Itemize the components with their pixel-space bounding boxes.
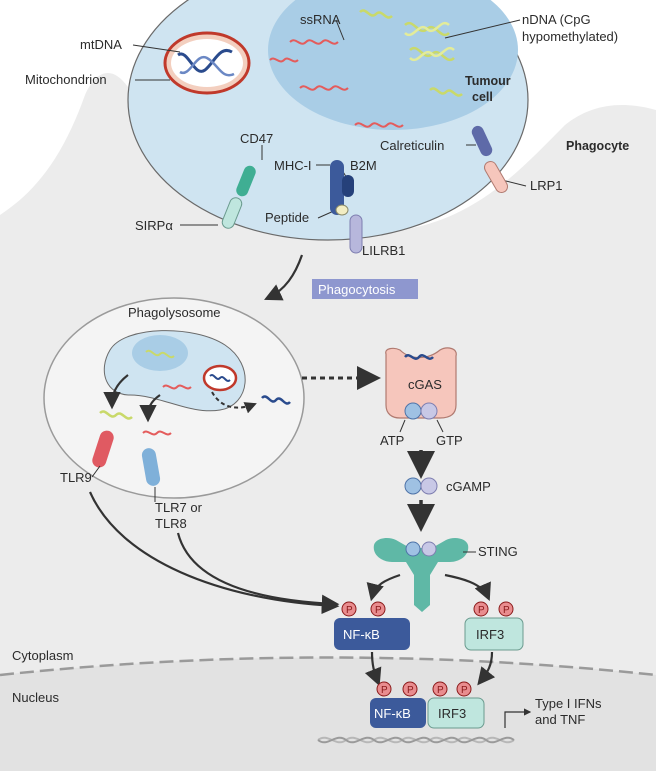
label-ndna-line2: hypomethylated) (522, 29, 618, 44)
label-ssrna: ssRNA (300, 12, 341, 27)
label-lrp1: LRP1 (530, 178, 563, 193)
phospho-irf3-nuc-2: P (461, 685, 468, 696)
mitochondrion (163, 31, 251, 95)
label-mtdna: mtDNA (80, 37, 122, 52)
arrow-tlr9-nfkb (88, 491, 340, 615)
genomic-dna (317, 736, 515, 744)
arrow-irf3-nucleus (477, 651, 496, 686)
arrow-tlr78-nfkb (176, 532, 340, 613)
label-nucleus: Nucleus (12, 690, 59, 705)
sting-protein (373, 537, 469, 612)
arrow-to-tlr78 (139, 394, 161, 423)
mhc1-complex (330, 160, 354, 216)
label-nfkb-nuc: NF-κB (374, 706, 411, 721)
label-ndna-line1: nDNA (CpG (522, 12, 591, 27)
arrow-sting-irf3 (444, 573, 491, 602)
transcription-arrow (504, 708, 532, 728)
arrow-sting-nfkb (366, 573, 401, 602)
irf3-nucleus (427, 681, 485, 729)
label-cgamp: cGAMP (446, 479, 491, 494)
phagocytosis-tag (312, 279, 418, 299)
label-gtp: GTP (436, 433, 463, 448)
label-lilrb1: LILRB1 (362, 243, 405, 258)
cgamp-molecule (404, 477, 438, 495)
label-tumour-line2: cell (472, 90, 493, 104)
irf3-cytoplasm (464, 601, 524, 651)
phospho-nfkb-2: P (375, 605, 382, 616)
phagocyte-body (0, 72, 656, 771)
tlr9-receptor (92, 430, 114, 468)
ndna-helices (359, 9, 463, 97)
label-atp: ATP (380, 433, 404, 448)
phospho-irf3-2: P (503, 605, 510, 616)
released-ndna (99, 410, 133, 420)
label-cd47: CD47 (240, 131, 273, 146)
engulfed-ssrna (162, 384, 192, 390)
phospho-nfkb-nuc-2: P (407, 685, 414, 696)
engulfed-ndna (145, 349, 175, 359)
tlr78-receptor (141, 448, 161, 486)
lrp1-receptor (484, 160, 508, 194)
nuclear-membrane (0, 656, 656, 677)
label-nfkb-cyto: NF-κB (343, 627, 380, 642)
phagocytosis-arrow (264, 254, 304, 301)
phospho-irf3-nuc-1: P (437, 685, 444, 696)
leader-tlr9 (91, 465, 101, 478)
label-output-line2: and TNF (535, 712, 585, 727)
released-ssrna (142, 430, 172, 436)
nfkb-nucleus (370, 681, 426, 728)
label-tlr9: TLR9 (60, 470, 92, 485)
label-peptide: Peptide (265, 210, 309, 225)
label-calreticulin: Calreticulin (380, 138, 444, 153)
label-tlr78-line1: TLR7 or (155, 500, 203, 515)
ssrna-strands (269, 39, 404, 128)
label-mitochondrion: Mitochondrion (25, 72, 107, 87)
phospho-irf3-1: P (478, 605, 485, 616)
label-sting: STING (478, 544, 518, 559)
label-output-line1: Type I IFNs (535, 696, 602, 711)
phospho-nfkb-nuc-1: P (381, 685, 388, 696)
leader-atp (399, 419, 406, 433)
calreticulin-protein (471, 125, 493, 157)
label-phagocytosis: Phagocytosis (318, 282, 396, 297)
label-phagolysosome: Phagolysosome (128, 305, 221, 320)
tumour-nucleus (268, 0, 518, 130)
arrow-mtdna-release (211, 391, 257, 414)
label-sirpa: SIRPα (135, 218, 173, 233)
engulfed-mitochondrion (202, 364, 238, 392)
label-cytoplasm: Cytoplasm (12, 648, 73, 663)
arrow-nfkb-nucleus (364, 651, 382, 687)
label-irf3-cyto: IRF3 (476, 627, 504, 642)
label-tlr78-line2: TLR8 (155, 516, 187, 531)
label-irf3-nuc: IRF3 (438, 706, 466, 721)
cgas-enzyme (385, 347, 457, 420)
label-phagocyte: Phagocyte (566, 139, 629, 153)
nfkb-cytoplasm (334, 601, 410, 650)
label-cgas: cGAS (408, 377, 442, 392)
released-mtdna (261, 395, 291, 405)
leader-gtp (436, 419, 444, 433)
phospho-nfkb-1: P (346, 605, 353, 616)
sirpa-receptor (221, 197, 243, 229)
label-mhc1: MHC-I (274, 158, 312, 173)
arrow-to-tlr9 (103, 374, 129, 410)
label-b2m: B2M (350, 158, 377, 173)
label-tumour-line1: Tumour (465, 74, 511, 88)
cd47-receptor (236, 165, 256, 197)
lilrb1-receptor (349, 214, 363, 254)
